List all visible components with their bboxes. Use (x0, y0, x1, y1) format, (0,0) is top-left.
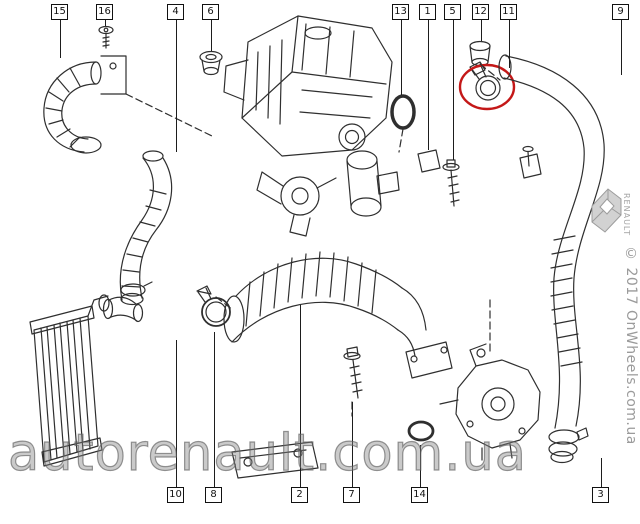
callout-2: 2 (291, 487, 308, 503)
callout-10: 10 (167, 487, 184, 503)
engine-assembly-3 (439, 343, 541, 461)
intercooler (29, 294, 110, 467)
air-cleaner-assembly (223, 15, 393, 157)
callout-7: 7 (343, 487, 360, 503)
copyright-text: © 2017 OnWheels.com.ua (623, 246, 639, 445)
hose-15 (43, 55, 127, 154)
leader-line-5 (452, 20, 454, 160)
callout-1: 1 (419, 4, 436, 20)
leader-line-6 (210, 20, 212, 51)
leader-line-2 (299, 305, 301, 487)
leader-line-8 (213, 332, 215, 487)
hose-9 (498, 54, 605, 464)
leader-line-15 (59, 20, 61, 58)
callout-3: 3 (592, 487, 609, 503)
leader-line-11 (508, 20, 510, 68)
callout-4: 4 (167, 4, 184, 20)
leader-line-16 (104, 20, 106, 26)
clamp-11 (469, 61, 501, 101)
callout-15: 15 (51, 4, 68, 20)
callout-13: 13 (392, 4, 409, 20)
leader-line-9 (620, 20, 622, 75)
callout-9: 9 (612, 4, 629, 20)
highlight-ellipse (458, 63, 516, 111)
watermark-text: autorenault.com.ua (7, 423, 527, 483)
callout-6: 6 (202, 4, 219, 20)
o-ring-13 (390, 94, 416, 130)
callout-5: 5 (444, 4, 461, 20)
alignment-lines (125, 63, 501, 417)
bracket-plate (231, 441, 319, 479)
grommet-6 (199, 50, 223, 76)
leader-line-3 (600, 458, 602, 487)
callout-12: 12 (472, 4, 489, 20)
leader-line-14 (419, 445, 421, 487)
leader-line-4 (175, 20, 177, 152)
clamp-8 (196, 285, 231, 327)
callout-11: 11 (500, 4, 517, 20)
air-duct-1 (346, 149, 441, 217)
bolt-5 (442, 159, 460, 207)
leader-line-1 (427, 20, 429, 150)
renault-logo (591, 188, 622, 233)
hose-2 (223, 251, 453, 379)
renault-wordmark: RENAULT (622, 193, 631, 237)
bracket-assembly (256, 171, 337, 237)
o-ring-14 (407, 420, 435, 442)
leader-line-10 (175, 340, 177, 487)
callout-14: 14 (411, 487, 428, 503)
leader-line-13 (400, 20, 402, 95)
bolt-7 (343, 346, 363, 399)
hose-10 (102, 296, 144, 323)
callout-8: 8 (205, 487, 222, 503)
hose-4 (119, 150, 173, 306)
leader-line-12 (480, 20, 482, 41)
screw-16 (98, 25, 114, 49)
callout-16: 16 (96, 4, 113, 20)
leader-line-7 (351, 402, 353, 487)
